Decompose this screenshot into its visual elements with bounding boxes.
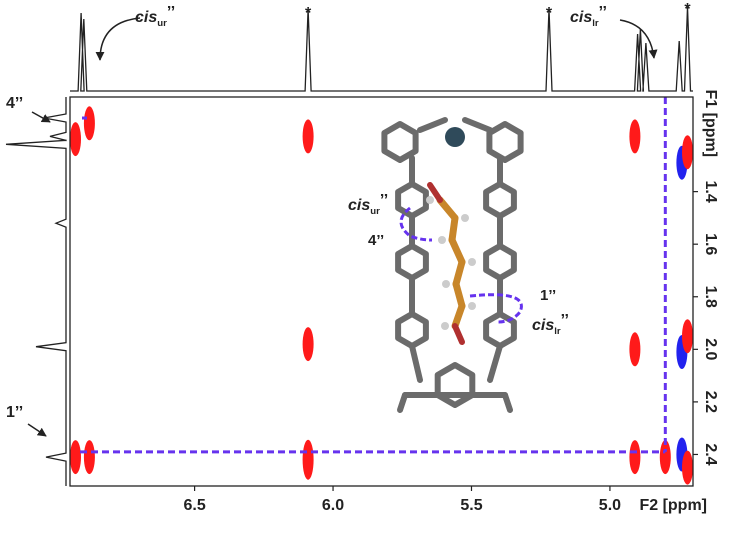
annotation-cis-lr: cislr’’ [570, 4, 607, 29]
y-tick-label-1: 1.6 [702, 233, 719, 255]
x-tick-label-3: 5.0 [599, 497, 621, 514]
y-tick-label-5: 2.4 [702, 443, 719, 465]
mol-guest-bond-3 [452, 258, 466, 288]
crosspeak-16 [682, 450, 693, 485]
mol-guest-h-6 [441, 322, 449, 330]
host-guest-structure: cisur’’ 4’’ 1’’ cislr’’ [348, 117, 569, 413]
x-tick-label-0: 6.5 [183, 497, 205, 514]
mol-left-ring-2 [395, 311, 429, 349]
mol-metal-atom [445, 127, 465, 147]
mol-guest-h-1 [461, 214, 469, 222]
mol-guest-carbonyl-top [427, 182, 443, 203]
mol-right-link-3 [487, 343, 503, 383]
mol-guest-h-3 [468, 258, 476, 266]
mol-guest-bond-1 [448, 214, 459, 244]
mol-bottom-leg-r [502, 392, 513, 413]
crosspeak-1 [83, 106, 95, 141]
mol-guest-bond-5 [451, 302, 466, 330]
annotation-4pp: 4’’ [6, 95, 23, 112]
crosspeak-3 [83, 440, 95, 475]
y-tick-label-4: 2.2 [702, 391, 719, 413]
mol-top-ring-right [486, 121, 524, 163]
annotation-cis-ur: cisur’’ [135, 4, 175, 29]
mol-bottom-leg-l [397, 392, 408, 413]
mol-interaction-arc-lower [469, 293, 523, 324]
arrow-cis-lr [619, 19, 658, 59]
annotation-asterisk-0: * [305, 5, 312, 22]
mol-right-ring-1 [483, 243, 517, 281]
mol-bottom-ring [434, 362, 476, 408]
crosspeak-9 [629, 440, 641, 475]
crosspeak-5 [302, 327, 314, 362]
mol-guest-h-4 [442, 280, 450, 288]
mol-bond-a [417, 117, 448, 133]
mol-guest-bond-2 [448, 236, 466, 266]
crosspeak-10 [659, 440, 671, 475]
mol-left-link-3 [409, 343, 423, 383]
y-tick-label-0: 1.4 [702, 180, 719, 202]
mol-right-ring-0 [483, 181, 517, 219]
arrow-1pp [27, 423, 47, 437]
mol-interaction-arc-upper [399, 206, 433, 242]
x-tick-label-1: 6.0 [322, 497, 344, 514]
crosspeak-8 [629, 332, 641, 367]
crosspeak-4 [302, 119, 314, 154]
mol-guest-bond-0 [436, 196, 459, 222]
crosspeak-2 [70, 440, 81, 475]
crosspeak-7 [629, 119, 641, 154]
mol-label-cis-lr: cislr’’ [532, 312, 569, 337]
mol-label-cis-ur: cisur’’ [348, 192, 388, 217]
y-tick-label-3: 2.0 [702, 338, 719, 360]
plot-frame [69, 96, 694, 487]
annotation-asterisk-1: * [546, 5, 553, 22]
mol-label-1pp: 1’’ [540, 287, 556, 304]
mol-bond-b [462, 117, 493, 133]
mol-left-ring-0 [395, 181, 429, 219]
mol-guest-bond-4 [452, 280, 466, 310]
y-tick-label-2: 1.8 [702, 286, 719, 308]
y-axis-label: F1 [ppm] [702, 90, 719, 158]
mol-guest-h-2 [438, 236, 446, 244]
mol-guest-h-5 [468, 302, 476, 310]
x-tick-label-2: 5.5 [460, 497, 482, 514]
left-1d-spectrum [5, 97, 67, 486]
mol-left-ring-1 [395, 243, 429, 281]
crosspeak-14 [682, 135, 693, 170]
mol-top-ring-left [381, 121, 419, 163]
mol-label-4pp: 4’’ [368, 232, 384, 249]
arrow-cis-ur [95, 17, 141, 61]
x-axis-label: F2 [ppm] [639, 497, 707, 514]
mol-guest-h-0 [426, 196, 434, 204]
top-1d-spectrum [70, 6, 693, 92]
crosspeak-15 [682, 319, 693, 354]
arrow-4pp [31, 111, 51, 123]
annotation-asterisk-2: * [684, 1, 691, 18]
crosspeak-0 [70, 122, 81, 157]
crosspeak-6 [302, 439, 314, 480]
mol-guest-carbonyl-bottom [452, 323, 465, 345]
annotation-1pp: 1’’ [6, 404, 23, 421]
